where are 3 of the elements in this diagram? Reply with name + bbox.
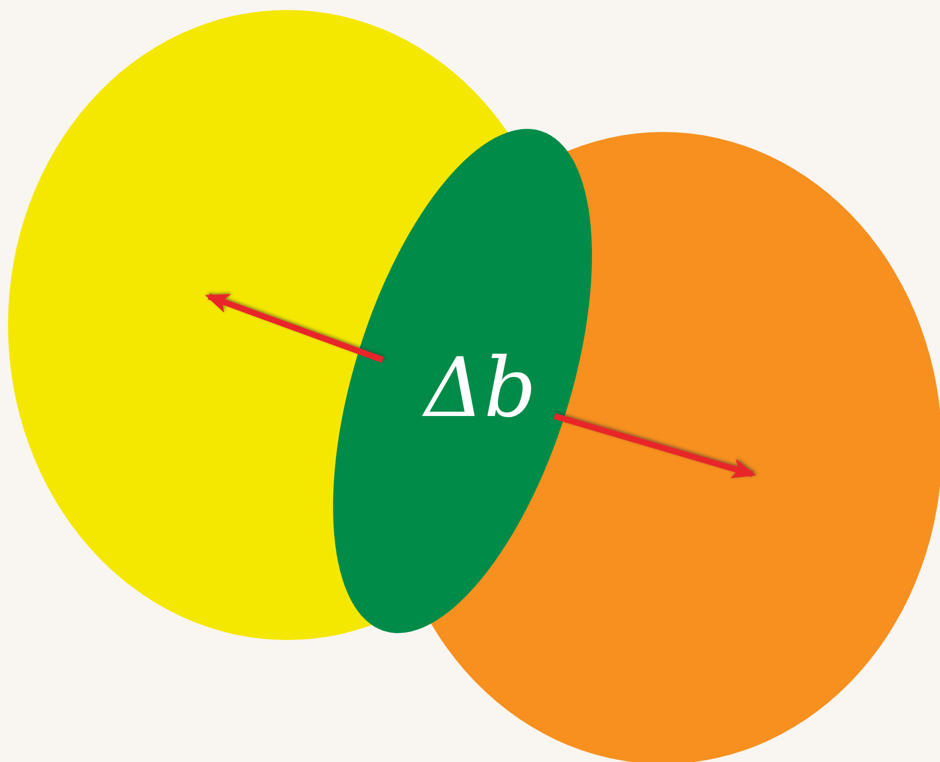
arrow xyxy=(205,294,384,363)
symbol-label: Δb xyxy=(424,348,536,430)
arrow xyxy=(554,413,756,478)
